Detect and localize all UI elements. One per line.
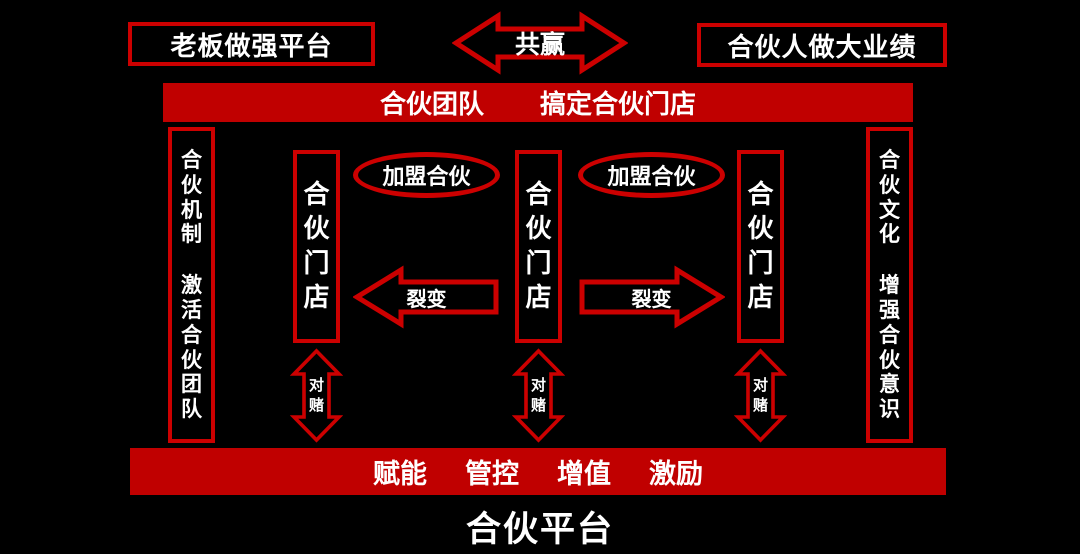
mechanism-column: 合伙机制 激活合伙团队 xyxy=(168,127,215,443)
left-arrow-icon xyxy=(353,265,499,329)
team-bar-left-label: 合伙团队 xyxy=(379,90,484,120)
double-vertical-arrow-icon xyxy=(290,348,343,443)
store-box-1-label: 合伙门店 xyxy=(303,179,330,313)
page-title: 合伙平台 xyxy=(465,510,614,550)
mechanism-column-bottom-text: 激活合伙团队 xyxy=(180,273,202,422)
partner-performance-box: 合伙人做大业绩 xyxy=(697,23,947,67)
partner-performance-label: 合伙人做大业绩 xyxy=(727,32,917,63)
fission-arrow-left: 裂变 xyxy=(353,265,500,329)
fission-arrow-right: 裂变 xyxy=(578,265,725,329)
win-win-double-arrow: 共赢 xyxy=(452,10,628,76)
platform-bar-item-1: 赋能 xyxy=(373,459,427,490)
bet-arrow-3: 对赌 xyxy=(734,348,787,443)
join-partner-ellipse-1: 加盟合伙 xyxy=(353,152,500,198)
platform-bar-item-4: 激励 xyxy=(649,459,703,490)
culture-column-bottom-text: 增强合伙意识 xyxy=(878,273,900,422)
double-vertical-arrow-icon xyxy=(734,348,787,443)
right-arrow-icon xyxy=(579,265,725,329)
join-partner-ellipse-1-label: 加盟合伙 xyxy=(382,165,471,190)
bet-arrow-2: 对赌 xyxy=(512,348,565,443)
store-box-2-label: 合伙门店 xyxy=(525,179,552,313)
double-horizontal-arrow-icon xyxy=(452,11,628,75)
double-vertical-arrow-icon xyxy=(512,348,565,443)
boss-platform-label: 老板做强平台 xyxy=(170,31,333,62)
store-box-3-label: 合伙门店 xyxy=(747,179,774,313)
platform-bar: 赋能 管控 增值 激励 xyxy=(130,448,946,495)
culture-column: 合伙文化 增强合伙意识 xyxy=(866,127,913,443)
bet-arrow-1: 对赌 xyxy=(290,348,343,443)
store-box-1: 合伙门店 xyxy=(293,150,340,343)
join-partner-ellipse-2-label: 加盟合伙 xyxy=(607,165,696,190)
mechanism-column-top-text: 合伙机制 xyxy=(180,148,202,247)
culture-column-top-text: 合伙文化 xyxy=(878,148,900,247)
boss-platform-box: 老板做强平台 xyxy=(128,22,375,66)
join-partner-ellipse-2: 加盟合伙 xyxy=(578,152,725,198)
platform-bar-item-2: 管控 xyxy=(465,459,519,490)
store-box-2: 合伙门店 xyxy=(515,150,562,343)
team-bar-right-label: 搞定合伙门店 xyxy=(540,90,697,120)
team-bar: 合伙团队 搞定合伙门店 xyxy=(163,83,913,122)
store-box-3: 合伙门店 xyxy=(737,150,784,343)
platform-bar-item-3: 增值 xyxy=(557,459,611,490)
